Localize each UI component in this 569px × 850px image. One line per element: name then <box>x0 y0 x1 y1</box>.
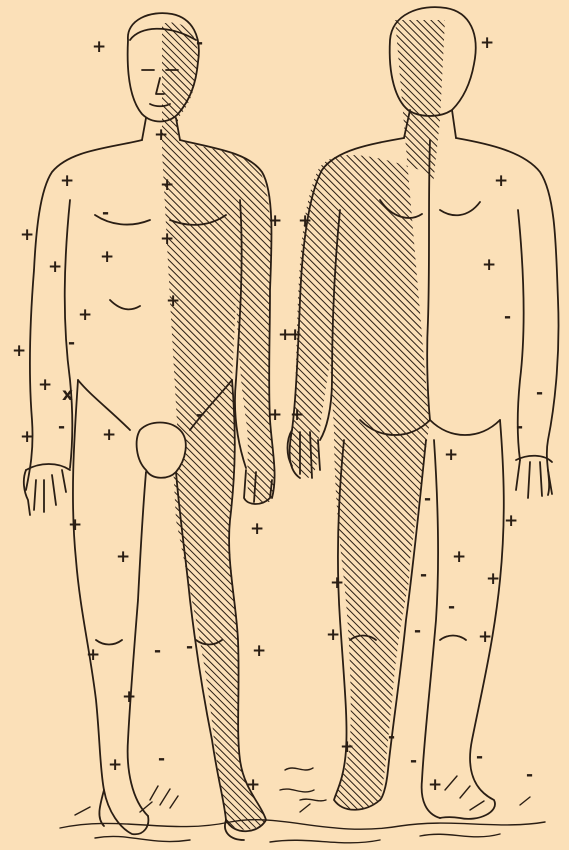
plus-sign: + <box>38 375 52 395</box>
plus-sign: + <box>154 125 168 145</box>
plus-sign: + <box>340 737 354 757</box>
minus-sign: - <box>504 307 511 327</box>
plus-sign: + <box>298 211 312 231</box>
plus-sign: + <box>68 515 82 535</box>
plus-sign: + <box>478 627 492 647</box>
plus-sign: + <box>12 341 26 361</box>
minus-sign: - <box>526 765 533 785</box>
minus-sign: - <box>68 333 75 353</box>
minus-sign: - <box>186 637 193 657</box>
plus-sign: + <box>100 247 114 267</box>
minus-sign: - <box>154 641 161 661</box>
plus-sign: + <box>166 291 180 311</box>
minus-sign: - <box>102 203 109 223</box>
front-left-hand <box>24 470 66 515</box>
minus-sign: - <box>414 621 421 641</box>
plus-sign: + <box>116 547 130 567</box>
back-view-figure <box>288 7 559 819</box>
plus-sign: + <box>48 257 62 277</box>
cross-sign: x <box>62 385 73 405</box>
plus-sign: + <box>20 427 34 447</box>
minus-sign: - <box>388 727 395 747</box>
plus-sign: + <box>504 511 518 531</box>
plus-sign: + <box>288 325 302 345</box>
minus-sign: - <box>536 383 543 403</box>
minus-sign: - <box>424 489 431 509</box>
plus-sign: + <box>428 775 442 795</box>
plus-sign: + <box>252 641 266 661</box>
plus-sign: + <box>92 37 106 57</box>
plus-sign: + <box>102 425 116 445</box>
plus-sign: + <box>268 211 282 231</box>
plus-sign: + <box>290 405 304 425</box>
plus-sign: + <box>122 687 136 707</box>
plus-sign: + <box>86 645 100 665</box>
minus-sign: - <box>516 417 523 437</box>
plus-sign: + <box>482 255 496 275</box>
plus-sign: + <box>452 547 466 567</box>
minus-sign: - <box>196 405 203 425</box>
back-hatched-region <box>290 11 536 809</box>
minus-sign: - <box>476 747 483 767</box>
plus-sign: + <box>160 229 174 249</box>
minus-sign: - <box>58 417 65 437</box>
sensitivity-markers: + + + + + + + + + + + + + + + + + + + + … <box>12 33 543 795</box>
plus-sign: + <box>326 625 340 645</box>
minus-sign: - <box>410 751 417 771</box>
plus-sign: + <box>108 755 122 775</box>
front-genital-region <box>137 423 186 478</box>
plus-sign: + <box>444 445 458 465</box>
plus-sign: + <box>250 519 264 539</box>
plus-sign: + <box>268 405 282 425</box>
plus-sign: + <box>494 171 508 191</box>
plus-sign: + <box>160 175 174 195</box>
plus-sign: + <box>60 171 74 191</box>
ground <box>60 768 545 843</box>
plus-sign: + <box>480 33 494 53</box>
minus-sign: - <box>196 33 203 53</box>
plus-sign: + <box>246 775 260 795</box>
minus-sign: - <box>158 749 165 769</box>
plus-sign: + <box>486 569 500 589</box>
back-right-hand <box>516 460 552 498</box>
minus-sign: - <box>448 597 455 617</box>
plus-sign: + <box>330 573 344 593</box>
plus-sign: + <box>20 225 34 245</box>
minus-sign: - <box>420 565 427 585</box>
plus-sign: + <box>78 305 92 325</box>
